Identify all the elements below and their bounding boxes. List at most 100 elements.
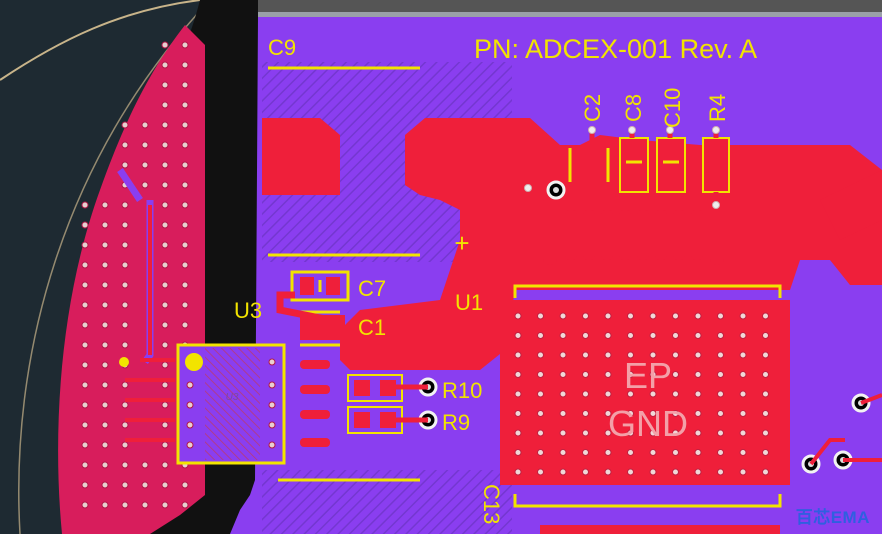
pour-via <box>121 401 129 409</box>
ep-via <box>739 371 747 378</box>
pour-via <box>81 381 89 389</box>
pour-via <box>161 501 169 509</box>
pour-via <box>81 501 89 509</box>
designator-r10: R10 <box>442 378 482 403</box>
ep-via <box>537 429 544 437</box>
ep-via <box>672 351 679 359</box>
ep-via <box>514 390 522 398</box>
pour-via <box>181 101 189 109</box>
ep-via <box>694 429 702 437</box>
ep-via <box>672 410 679 417</box>
ep-via <box>582 449 589 456</box>
ep-via <box>559 468 567 476</box>
pour-via <box>161 421 169 429</box>
pour-via <box>121 161 129 169</box>
pour-via <box>181 261 189 269</box>
ep-via <box>537 410 544 417</box>
ep-via <box>582 312 589 320</box>
ep-via <box>559 410 567 417</box>
pour-via <box>161 181 169 189</box>
pour-via <box>181 301 189 309</box>
ep-via <box>694 449 702 456</box>
ep-via <box>672 429 679 437</box>
pour-via <box>181 221 189 229</box>
pour-via <box>121 301 129 309</box>
pour-via <box>121 461 129 469</box>
ep-via <box>537 390 544 398</box>
pour-via <box>81 241 89 249</box>
ep-via <box>514 371 522 378</box>
ep-via <box>649 351 657 359</box>
ep-via <box>537 468 544 476</box>
pour-via <box>81 301 89 309</box>
pour-via <box>161 441 169 449</box>
pour-via <box>101 221 109 229</box>
pour-via <box>81 221 89 229</box>
designator-c1: C1 <box>358 315 386 340</box>
ep-via <box>649 468 657 476</box>
ep-via <box>559 429 567 437</box>
ep-via <box>537 332 544 339</box>
pour-via <box>181 481 189 489</box>
cap-row-vias <box>524 126 720 209</box>
pour-via <box>121 201 129 209</box>
designator-c2: C2 <box>580 94 605 122</box>
ep-via <box>649 449 657 456</box>
pour-via <box>121 141 129 149</box>
ep-via <box>559 332 567 339</box>
pour-via <box>181 501 189 509</box>
ep-gnd-label: GND <box>608 403 688 444</box>
pour-via <box>81 341 89 349</box>
pour-via <box>161 461 169 469</box>
pour-via <box>121 221 129 229</box>
designator-c8: C8 <box>621 94 646 122</box>
pour-via <box>161 321 169 329</box>
ep-via <box>649 332 657 339</box>
pour-via <box>141 121 149 129</box>
pour-via <box>141 161 149 169</box>
u1-silkscreen-outline <box>513 284 782 508</box>
ep-via <box>649 312 657 320</box>
board-edge-strip-inner <box>258 12 882 17</box>
pour-via <box>101 241 109 249</box>
ep-via <box>717 390 724 398</box>
pour-via <box>181 61 189 69</box>
ep-via <box>604 371 612 378</box>
designator-c10: C10 <box>660 88 685 128</box>
right-traces <box>809 393 882 466</box>
pour-via <box>101 201 109 209</box>
pour-via <box>141 461 149 469</box>
pour-via <box>81 401 89 409</box>
designator-c13: C13 <box>479 484 504 524</box>
designator-r9: R9 <box>442 410 470 435</box>
pour-via <box>161 121 169 129</box>
c9-pad-right <box>405 135 490 185</box>
pour-via <box>161 361 169 369</box>
ep-via <box>672 390 679 398</box>
ep-via <box>649 429 657 437</box>
pour-via <box>121 501 129 509</box>
board-outline-arc-inner <box>18 0 211 534</box>
ep-via <box>582 371 589 378</box>
ep-via <box>649 371 657 378</box>
pour-via <box>81 261 89 269</box>
ep-via <box>604 332 612 339</box>
ep-via <box>582 351 589 359</box>
ep-via <box>627 371 634 378</box>
ep-via <box>559 371 567 378</box>
ep-via <box>514 429 522 437</box>
outer-pour-via-grid <box>81 41 189 509</box>
pour-via <box>121 421 129 429</box>
ep-via <box>694 390 702 398</box>
pour-via <box>101 261 109 269</box>
ep-via <box>739 390 747 398</box>
ep-via <box>627 312 634 320</box>
pour-via <box>161 341 169 349</box>
ep-via <box>627 332 634 339</box>
ep-via <box>604 449 612 456</box>
ep-via <box>717 312 724 320</box>
bottom-copper-strip <box>540 525 780 534</box>
ep-via <box>627 468 634 476</box>
ep-via <box>694 351 702 359</box>
